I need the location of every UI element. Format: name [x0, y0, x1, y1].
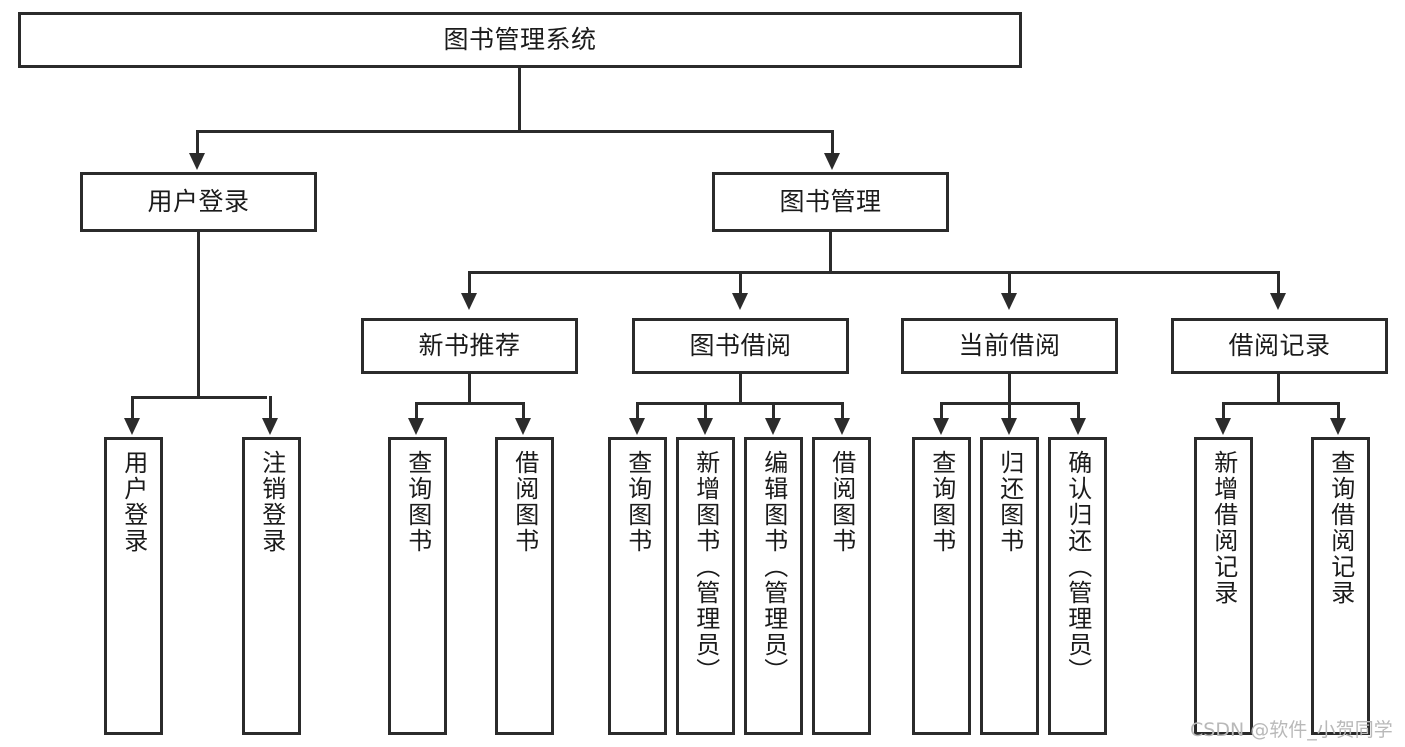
- connector-currentborrow-drop-1: [940, 402, 943, 420]
- leaf-query-borrow-record[interactable]: 查询借阅记录: [1311, 437, 1370, 735]
- arrow-to-borrowrecord-leaf-2: [1330, 418, 1346, 435]
- arrow-to-borrow-record: [1270, 293, 1286, 310]
- connector-root-drop-1: [196, 130, 199, 155]
- connector-bookmgmt-drop-2: [739, 271, 742, 295]
- connector-userlogin-drop-2: [269, 396, 272, 420]
- node-label: 新书推荐: [418, 331, 521, 360]
- node-label: 借阅记录: [1228, 331, 1331, 360]
- connector-bookmgmt-stem: [829, 232, 832, 271]
- connector-userlogin-bus: [131, 396, 267, 399]
- connector-currentborrow-stem: [1008, 374, 1011, 402]
- node-label: 当前借阅: [958, 331, 1061, 360]
- connector-root-drop-2: [831, 130, 834, 155]
- leaf-label: 用户登录: [119, 450, 148, 554]
- leaf-query-book-recommend[interactable]: 查询图书: [388, 437, 447, 735]
- leaf-borrow-book-recommend[interactable]: 借阅图书: [495, 437, 554, 735]
- arrow-to-book-borrow: [732, 293, 748, 310]
- arrow-to-current-borrow: [1001, 293, 1017, 310]
- arrow-to-currentborrow-leaf-1: [933, 418, 949, 435]
- connector-borrowrecord-stem: [1277, 374, 1280, 402]
- connector-bookmgmt-drop-1: [468, 271, 471, 295]
- connector-bookborrow-stem: [739, 374, 742, 402]
- connector-newbook-drop-1: [415, 402, 418, 420]
- node-label: 图书管理: [779, 187, 882, 216]
- connector-bookmgmt-drop-4: [1277, 271, 1280, 295]
- connector-bookborrow-drop-2: [704, 402, 707, 420]
- arrow-to-currentborrow-leaf-3: [1070, 418, 1086, 435]
- leaf-label: 查询图书: [623, 450, 652, 554]
- leaf-query-book[interactable]: 查询图书: [608, 437, 667, 735]
- leaf-label: 注销登录: [257, 450, 286, 554]
- arrow-to-bookborrow-leaf-3: [765, 418, 781, 435]
- arrow-to-bookborrow-leaf-4: [834, 418, 850, 435]
- leaf-user-login[interactable]: 用户登录: [104, 437, 163, 735]
- connector-root-stem: [518, 68, 521, 130]
- leaf-label: 确认归还（管理员）: [1063, 450, 1092, 684]
- connector-newbook-drop-2: [522, 402, 525, 420]
- arrow-to-newbook-leaf-2: [515, 418, 531, 435]
- leaf-confirm-return-admin[interactable]: 确认归还（管理员）: [1048, 437, 1107, 735]
- arrow-to-logout-leaf: [262, 418, 278, 435]
- connector-newbook-stem: [468, 374, 471, 402]
- connector-root-bus: [196, 130, 834, 133]
- connector-bookborrow-bus: [636, 402, 844, 405]
- leaf-label: 查询图书: [403, 450, 432, 554]
- connector-newbook-bus: [415, 402, 525, 405]
- connector-currentborrow-drop-2: [1008, 402, 1011, 420]
- arrow-to-newbook-leaf-1: [408, 418, 424, 435]
- arrow-to-bookborrow-leaf-2: [697, 418, 713, 435]
- node-label: 图书管理系统: [443, 25, 597, 54]
- leaf-add-borrow-record[interactable]: 新增借阅记录: [1194, 437, 1253, 735]
- node-book-borrow[interactable]: 图书借阅: [632, 318, 849, 374]
- arrow-to-new-book-recommend: [461, 293, 477, 310]
- node-new-book-recommend[interactable]: 新书推荐: [361, 318, 578, 374]
- leaf-add-book-admin[interactable]: 新增图书（管理员）: [676, 437, 735, 735]
- connector-bookborrow-drop-4: [841, 402, 844, 420]
- connector-userlogin-stem: [197, 232, 200, 396]
- arrow-to-currentborrow-leaf-2: [1001, 418, 1017, 435]
- node-borrow-record[interactable]: 借阅记录: [1171, 318, 1388, 374]
- leaf-label: 查询图书: [927, 450, 956, 554]
- connector-borrowrecord-bus: [1222, 402, 1340, 405]
- leaf-label: 新增图书（管理员）: [691, 450, 720, 684]
- node-root-system[interactable]: 图书管理系统: [18, 12, 1022, 68]
- connector-userlogin-drop-1: [131, 396, 134, 420]
- leaf-label: 查询借阅记录: [1326, 450, 1355, 606]
- leaf-edit-book-admin[interactable]: 编辑图书（管理员）: [744, 437, 803, 735]
- leaf-label: 借阅图书: [510, 450, 539, 554]
- arrow-to-bookborrow-leaf-1: [629, 418, 645, 435]
- leaf-borrow-book[interactable]: 借阅图书: [812, 437, 871, 735]
- connector-bookborrow-drop-3: [772, 402, 775, 420]
- leaf-query-book-current[interactable]: 查询图书: [912, 437, 971, 735]
- leaf-return-book[interactable]: 归还图书: [980, 437, 1039, 735]
- node-label: 图书借阅: [689, 331, 792, 360]
- connector-bookmgmt-drop-3: [1008, 271, 1011, 295]
- node-book-management[interactable]: 图书管理: [712, 172, 949, 232]
- connector-bookborrow-drop-1: [636, 402, 639, 420]
- arrow-to-user-login-leaf: [124, 418, 140, 435]
- connector-currentborrow-drop-3: [1077, 402, 1080, 420]
- connector-borrowrecord-drop-2: [1337, 402, 1340, 420]
- arrow-to-book-manage: [824, 153, 840, 170]
- leaf-logout[interactable]: 注销登录: [242, 437, 301, 735]
- node-current-borrow[interactable]: 当前借阅: [901, 318, 1118, 374]
- node-label: 用户登录: [147, 187, 250, 216]
- node-user-login[interactable]: 用户登录: [80, 172, 317, 232]
- leaf-label: 编辑图书（管理员）: [759, 450, 788, 684]
- connector-borrowrecord-drop-1: [1222, 402, 1225, 420]
- arrow-to-user-login: [189, 153, 205, 170]
- arrow-to-borrowrecord-leaf-1: [1215, 418, 1231, 435]
- connector-bookmgmt-bus: [468, 271, 1280, 274]
- leaf-label: 借阅图书: [827, 450, 856, 554]
- leaf-label: 归还图书: [995, 450, 1024, 554]
- leaf-label: 新增借阅记录: [1209, 450, 1238, 606]
